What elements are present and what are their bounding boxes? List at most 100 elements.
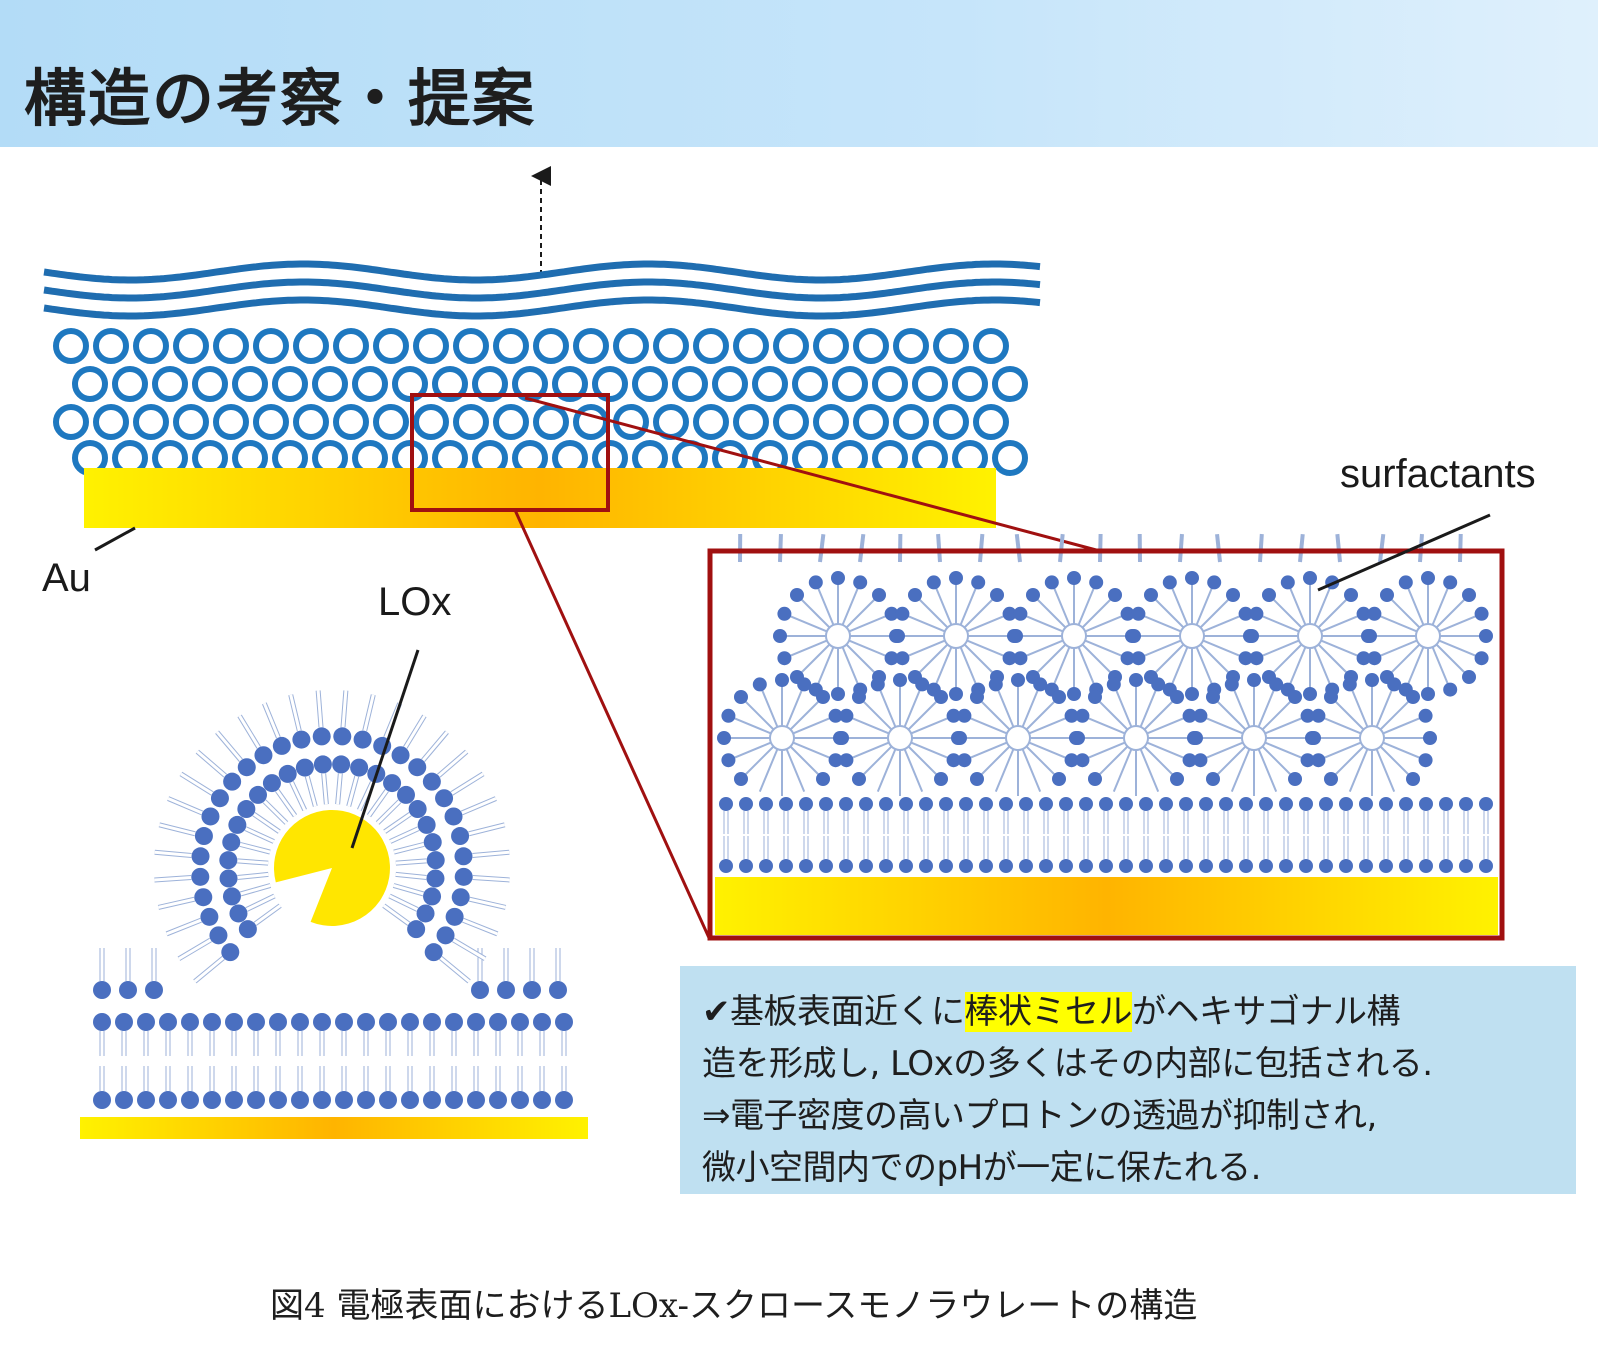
rod-micelle-head — [1206, 690, 1220, 704]
lipid-head — [409, 800, 427, 818]
lipid-head — [739, 797, 753, 811]
micelle-circle — [296, 331, 326, 361]
rod-micelle-head — [734, 690, 748, 704]
rod-micelle-head — [1475, 651, 1489, 665]
lipid-tail-fill — [159, 825, 195, 834]
lipid-head — [1379, 797, 1393, 811]
micelle-circle — [856, 407, 886, 437]
lipid-head — [222, 833, 240, 851]
lipid-head — [1459, 797, 1473, 811]
lipid-head — [1119, 797, 1133, 811]
rod-micelle-head — [927, 575, 941, 589]
lipid-head — [489, 1091, 507, 1109]
wave-line — [44, 282, 1040, 298]
rod-micelle-head — [1269, 677, 1283, 691]
lipid-head — [1019, 797, 1033, 811]
lipid-head — [1259, 859, 1273, 873]
rod-micelle-head — [721, 709, 735, 723]
micelle-circle — [696, 331, 726, 361]
lipid-head — [93, 1091, 111, 1109]
lipid-head — [314, 755, 332, 773]
lipid-head — [379, 1013, 397, 1031]
label-au: Au — [42, 556, 91, 601]
lipid-tail-fill — [277, 790, 295, 815]
micelle-circle — [456, 331, 486, 361]
lipid-head — [383, 774, 401, 792]
lipid-head — [1079, 797, 1093, 811]
lipid-head — [799, 797, 813, 811]
rod-micelle-head — [1127, 629, 1141, 643]
lipid-head — [1319, 859, 1333, 873]
lipid-tail-fill — [264, 703, 278, 737]
micelle-circle — [115, 369, 145, 399]
micelle-circle — [936, 331, 966, 361]
rod-micelle-head — [1185, 571, 1199, 585]
lipid-head — [115, 1013, 133, 1031]
micelle-circle — [976, 331, 1006, 361]
micelle-circle — [315, 369, 345, 399]
lipid-head — [220, 869, 238, 887]
note-line-1: ✔基板表面近くに棒状ミセルがヘキサゴナル構 — [702, 984, 1400, 1033]
lipid-head — [247, 1013, 265, 1031]
lipid-head — [454, 847, 472, 865]
lipid-head — [296, 759, 314, 777]
lipid-head — [1379, 859, 1393, 873]
lipid-head — [446, 908, 464, 926]
lipid-tail-fill — [246, 829, 274, 842]
micelle-circle — [736, 407, 766, 437]
rod-micelle-head — [971, 575, 985, 589]
rod-micelle-core — [888, 726, 912, 750]
rod-micelle-head — [1075, 753, 1089, 767]
rod-micelle-head — [1288, 690, 1302, 704]
micelle-circle — [995, 443, 1025, 473]
rod-micelle-head — [1075, 709, 1089, 723]
lipid-head — [999, 797, 1013, 811]
protruding-tail — [1380, 534, 1383, 562]
lipid-head — [839, 859, 853, 873]
rod-micelle-core — [1124, 726, 1148, 750]
rod-micelle-head — [734, 772, 748, 786]
micelle-circle — [915, 369, 945, 399]
lipid-head — [228, 816, 246, 834]
protruding-tail — [980, 534, 982, 562]
rod-micelle-head — [891, 629, 905, 643]
lipid-head — [115, 1091, 133, 1109]
lipid-head — [899, 797, 913, 811]
lipid-head — [1199, 859, 1213, 873]
protruding-tail — [780, 534, 781, 562]
micelle-circle — [816, 407, 846, 437]
lipid-head — [1299, 859, 1313, 873]
lipid-head — [425, 943, 443, 961]
lipid-head — [1039, 797, 1053, 811]
rod-micelle-head — [1303, 687, 1317, 701]
rod-micelle-head — [1303, 571, 1317, 585]
rod-micelle-head — [1045, 575, 1059, 589]
rod-micelle-head — [1206, 772, 1220, 786]
lipid-head — [181, 1091, 199, 1109]
lipid-tail-fill — [439, 752, 467, 776]
lipid-head — [839, 797, 853, 811]
lipid-head — [223, 773, 241, 791]
rod-micelle-head — [1281, 575, 1295, 589]
lipid-head — [423, 1013, 441, 1031]
rod-micelle-core — [1416, 624, 1440, 648]
lipid-head — [533, 1091, 551, 1109]
lipid-head — [203, 1091, 221, 1109]
lipid-head — [219, 851, 237, 869]
lipid-head — [1159, 859, 1173, 873]
micelle-circle — [136, 331, 166, 361]
rod-micelle-head — [1129, 673, 1143, 687]
protruding-tail — [1460, 534, 1461, 562]
rod-micelle-head — [1344, 588, 1358, 602]
lipid-head — [426, 869, 444, 887]
micelle-circle — [675, 369, 705, 399]
micelle-circle — [376, 407, 406, 437]
lipid-tail-fill — [394, 885, 424, 893]
rod-micelle-head — [1307, 731, 1321, 745]
rod-micelle-core — [1006, 726, 1030, 750]
micelle-circle — [216, 407, 246, 437]
rod-micelle-head — [1207, 575, 1221, 589]
lipid-head — [335, 1091, 353, 1109]
lipid-tail-fill — [179, 940, 211, 959]
lipid-head — [229, 904, 247, 922]
